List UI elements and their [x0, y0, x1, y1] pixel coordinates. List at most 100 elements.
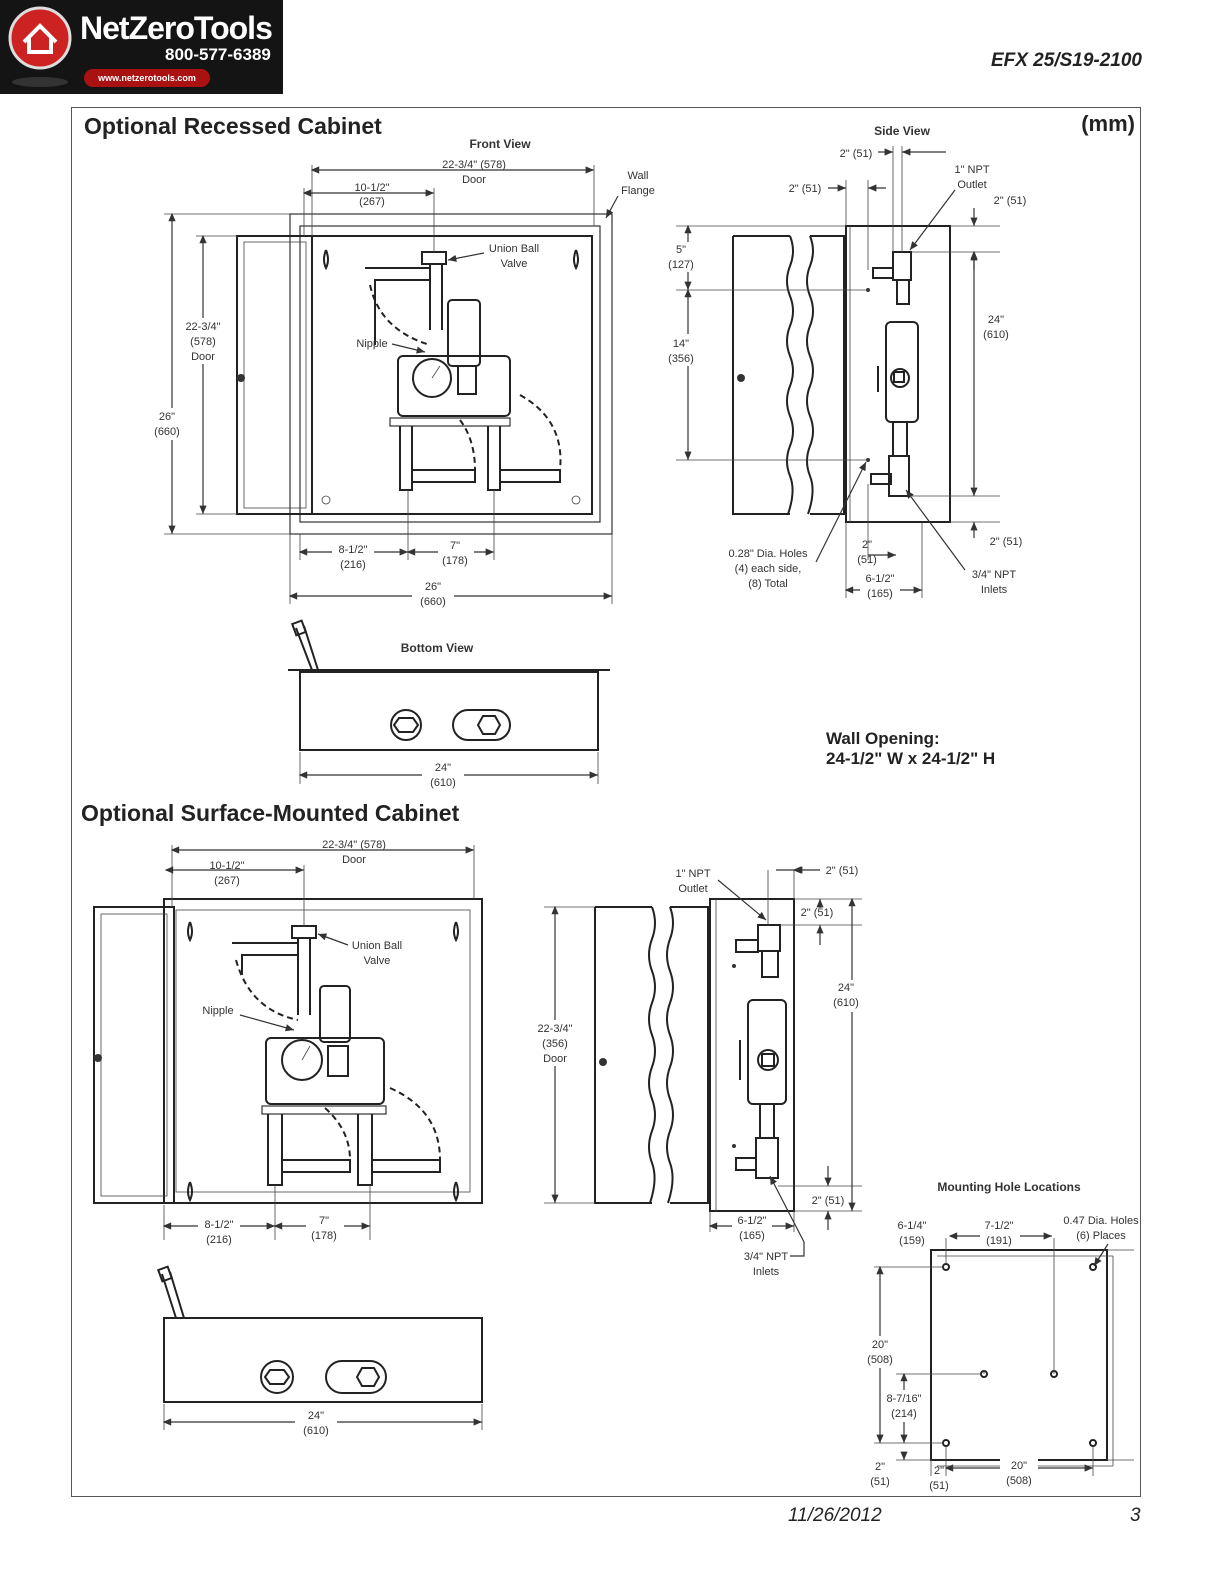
dimension-label: 26": [425, 581, 441, 593]
dimension-label: Valve: [501, 258, 528, 270]
mounting-hole-icon: [942, 1263, 1097, 1447]
logo-phone: 800-577-6389: [165, 45, 271, 64]
dimension-label: 2" (51): [840, 148, 873, 160]
dimension-label: (51): [929, 1480, 949, 1492]
keyhole-icon: [323, 249, 579, 271]
side-cabinet: [709, 898, 795, 1212]
dimension-label: 3/4" NPT: [972, 569, 1017, 581]
dimension-label: 7-1/2": [985, 1220, 1014, 1232]
open-door: [236, 235, 313, 515]
mounting-label: Mounting Hole Locations: [937, 1180, 1081, 1194]
dimension-label: Door: [543, 1053, 567, 1065]
dimension-label: Door: [462, 174, 486, 186]
dimension-label: 2" (51): [789, 183, 822, 195]
dimension-label: (267): [359, 196, 385, 208]
dimension-label: 20": [872, 1339, 888, 1351]
document-id: EFX 25/S19-2100: [990, 50, 1142, 71]
dimension-label: Union Ball: [489, 243, 539, 255]
dimension-label: 2" (51): [826, 865, 859, 877]
dimension-label: Union Ball: [352, 940, 402, 952]
recessed-front-view: Front View 22-3/4" (578) Door: [150, 137, 655, 610]
dimension-label: (508): [867, 1354, 893, 1366]
door-handle-icon: [94, 1054, 102, 1062]
dimension-label: 24": [838, 982, 854, 994]
logo: NetZeroTools 800-577-6389 www.netzerotoo…: [0, 0, 283, 94]
dimension-label: 8-1/2": [205, 1219, 234, 1231]
dimension-label: (4) each side,: [735, 563, 802, 575]
dimension-label: (660): [154, 426, 180, 438]
logo-name: NetZeroTools: [80, 10, 273, 46]
dimension-label: 7": [319, 1215, 329, 1227]
dimension-label: 8-7/16": [886, 1393, 921, 1405]
bottom-view-label: Bottom View: [401, 641, 474, 655]
valve-assembly: [365, 251, 562, 491]
dimension-label: (508): [1006, 1475, 1032, 1487]
dimension-label: (216): [206, 1234, 232, 1246]
door-handle-icon: [599, 1058, 607, 1066]
wall-opening-label: Wall Opening:: [826, 729, 940, 748]
recessed-side-view: Side View 2" (51) 2" (51) 1" NPT Outlet: [666, 124, 1026, 602]
door-handle-icon: [737, 374, 745, 382]
dimension-label: (610): [430, 777, 456, 789]
dimension-label: Outlet: [957, 179, 986, 191]
dimension-label: 26": [159, 411, 175, 423]
mounting-hole-locations: Mounting Hole Locations 6-1/4" (159) 7-1…: [862, 1180, 1139, 1492]
dimension-label: 1" NPT: [954, 164, 989, 176]
side-cabinet: [845, 225, 951, 523]
dimension-label: Door: [191, 351, 215, 363]
dimension-label: Nipple: [202, 1005, 233, 1017]
side-view-label: Side View: [874, 124, 930, 138]
dimension-label: (159): [899, 1235, 925, 1247]
dimension-label: (267): [214, 875, 240, 887]
dimension-label: (165): [867, 588, 893, 600]
dimension-label: Wall: [628, 170, 649, 182]
wall-flange-outline: [289, 213, 613, 535]
drawing-frame: [71, 107, 1141, 1497]
dimension-label: 2": [862, 539, 872, 551]
dimension-label: 7": [450, 540, 460, 552]
dimension-label: (6) Places: [1076, 1230, 1126, 1242]
dimension-label: (178): [442, 555, 468, 567]
dimension-label: (578): [190, 336, 216, 348]
dimension-label: 2" (51): [812, 1195, 845, 1207]
cabinet-box: [311, 235, 593, 515]
dimension-label: Flange: [621, 185, 655, 197]
dimension-label: 0.47 Dia. Holes: [1063, 1215, 1139, 1227]
dimension-label: (51): [857, 554, 877, 566]
wall-opening: Wall Opening: 24-1/2" W x 24-1/2" H: [826, 729, 995, 769]
dimension-label: 22-3/4" (578): [322, 839, 386, 851]
surface-side-valve: [732, 924, 787, 1179]
dimension-label: (8) Total: [748, 578, 788, 590]
dimension-label: 2": [875, 1461, 885, 1473]
logo-url[interactable]: www.netzerotools.com: [84, 69, 210, 87]
dimension-label: (214): [891, 1408, 917, 1420]
dimension-label: 10-1/2": [209, 860, 244, 872]
dimension-label: 22-3/4": [537, 1023, 572, 1035]
dimension-label: 14": [673, 338, 689, 350]
dimension-label: Nipple: [356, 338, 387, 350]
dimension-label: Door: [342, 854, 366, 866]
dimension-label: 24": [435, 762, 451, 774]
dimension-label: 22-3/4" (578): [442, 159, 506, 171]
dimension-label: (660): [420, 596, 446, 608]
dimension-label: Inlets: [981, 584, 1008, 596]
dimension-label: 5": [676, 244, 686, 256]
dimension-label: 6-1/2": [738, 1215, 767, 1227]
dimension-label: 2" (51): [990, 536, 1023, 548]
dimension-label: (191): [986, 1235, 1012, 1247]
house-logo-icon: [8, 6, 72, 87]
page-number: 3: [1130, 1505, 1141, 1526]
dimension-label: 24": [308, 1410, 324, 1422]
dimension-label: Outlet: [678, 883, 707, 895]
footer-date: 11/26/2012: [788, 1505, 882, 1526]
recessed-title: Optional Recessed Cabinet: [84, 113, 382, 139]
surface-title: Optional Surface-Mounted Cabinet: [81, 800, 460, 826]
dimension-label: 0.28" Dia. Holes: [728, 548, 808, 560]
dimension-label: 3/4" NPT: [744, 1251, 789, 1263]
dimension-label: (178): [311, 1230, 337, 1242]
dimension-label: Valve: [364, 955, 391, 967]
dimension-label: (610): [983, 329, 1009, 341]
dimension-label: 22-3/4": [185, 321, 220, 333]
dimension-label: 10-1/2": [354, 182, 389, 194]
